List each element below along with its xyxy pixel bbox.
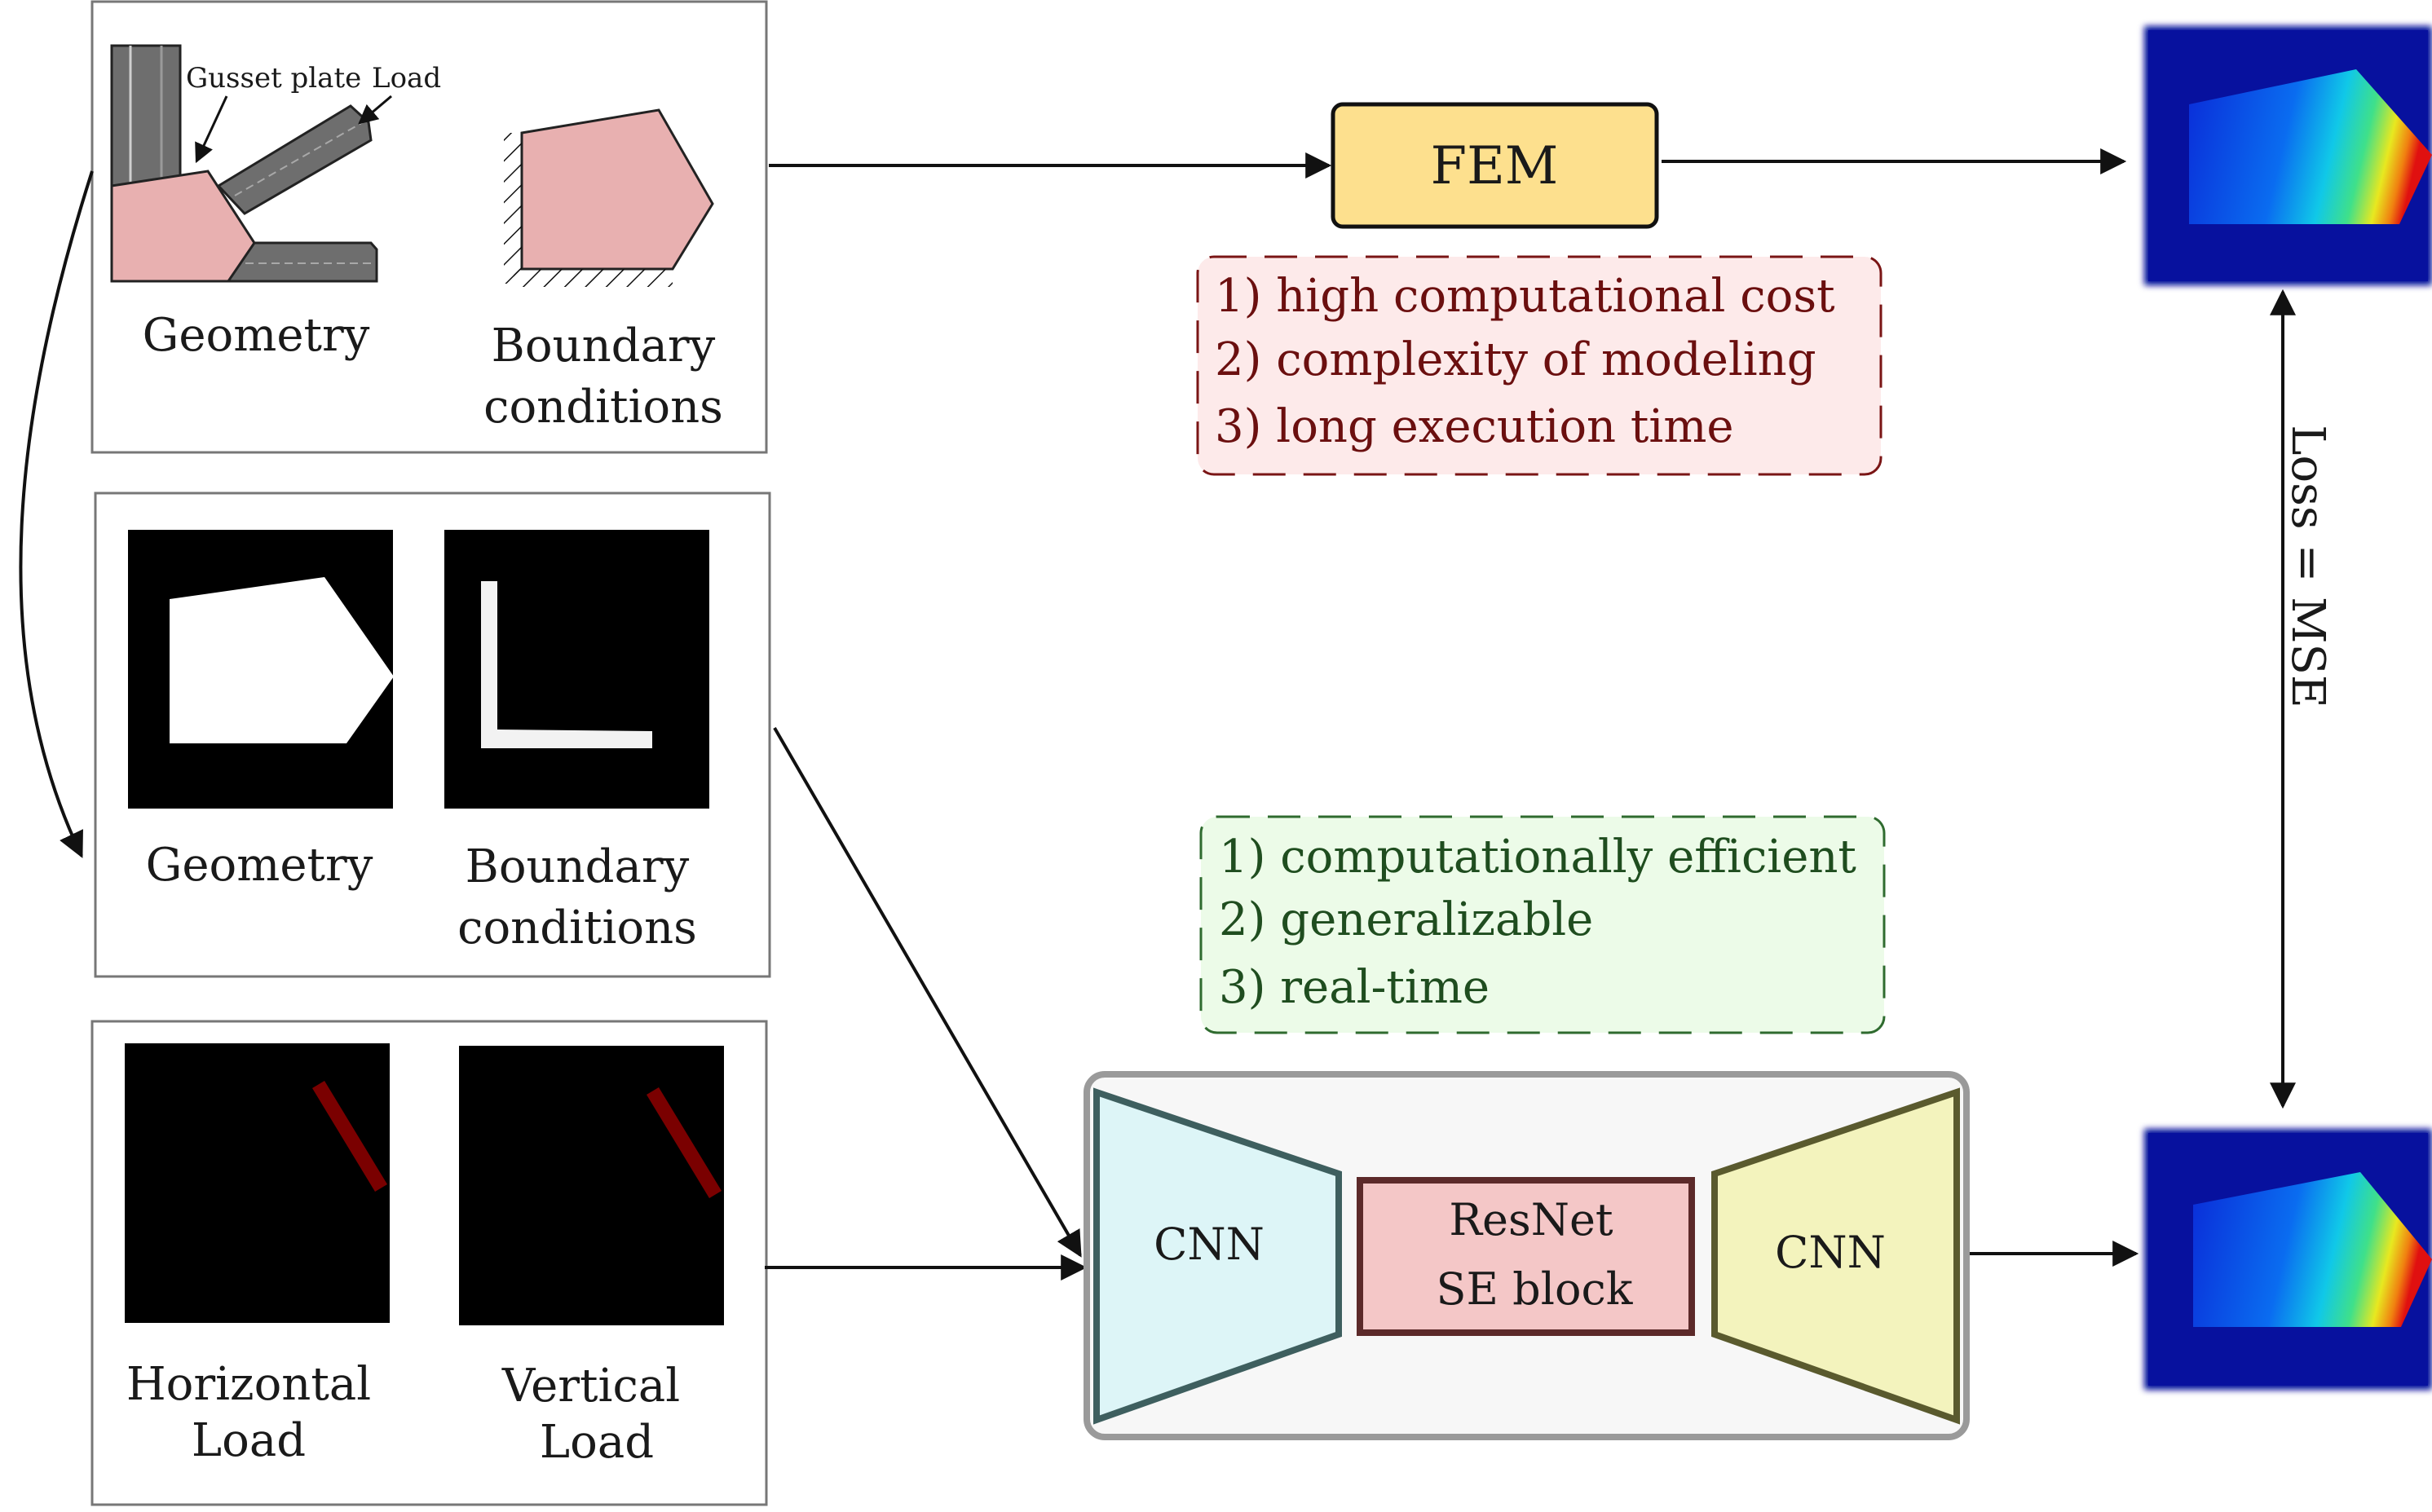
benefit-item: 3) real-time xyxy=(1219,961,1490,1014)
gusset-plate-shape xyxy=(110,170,256,283)
gusset-plate-label: Gusset plate xyxy=(186,62,361,95)
fem-label: FEM xyxy=(1431,136,1559,196)
vertical-load-bar xyxy=(647,1087,722,1198)
vertical-load-image xyxy=(459,1046,724,1325)
gusset-pointer-arrow xyxy=(195,95,228,164)
vertical-load-label-line2: Load xyxy=(540,1416,654,1469)
loss-label: Loss = MSE xyxy=(2281,425,2334,708)
boundary-mask-shape xyxy=(481,581,652,748)
panel1-geometry-label: Geometry xyxy=(143,309,370,362)
fem-output-field-image xyxy=(2144,26,2432,285)
benefits-frame xyxy=(1199,815,1886,1034)
panel1-boundary-label-line1: Boundary xyxy=(492,320,716,372)
predicted-field-shape xyxy=(2193,1172,2432,1327)
boundary-conditions-sketch xyxy=(504,108,714,287)
fem-box xyxy=(1331,102,1659,229)
horizontal-load-label-line1: Horizontal xyxy=(126,1358,371,1411)
resnet-label: ResNet xyxy=(1449,1194,1613,1245)
fem-drawbacks-box: 1) high computational cost 2) complexity… xyxy=(1196,255,1882,476)
steel-brace-icon xyxy=(216,104,373,215)
panel2-boundary-label-line1: Boundary xyxy=(466,840,690,893)
drawback-item: 3) long execution time xyxy=(1215,400,1734,453)
encoder-cnn-label: CNN xyxy=(1154,1219,1265,1270)
horizontal-load-bar xyxy=(312,1081,387,1192)
drawback-item: 1) high computational cost xyxy=(1215,270,1835,323)
benefit-item: 1) computationally efficient xyxy=(1219,831,1856,884)
fem-block: FEM xyxy=(1331,102,1659,229)
panel-physical-problem: Gusset plate Load Geometry Boundary cond… xyxy=(90,0,768,454)
horizontal-load-label-line2: Load xyxy=(192,1414,306,1467)
drawback-item: 2) complexity of modeling xyxy=(1215,333,1816,386)
panel-load-inputs: Horizontal Load Vertical Load xyxy=(90,1020,768,1506)
connector-arrows xyxy=(19,148,2296,1281)
benefit-item: 2) generalizable xyxy=(1219,893,1593,946)
encoder-cnn-shape xyxy=(1093,1087,1342,1425)
decoder-cnn-shape xyxy=(1711,1087,1960,1425)
load-pointer-arrow xyxy=(358,95,392,125)
se-block-label: SE block xyxy=(1437,1263,1634,1315)
panel2-geometry-label: Geometry xyxy=(146,839,373,892)
panel2-boundary-label-line2: conditions xyxy=(457,901,697,954)
neural-network-block: CNN ResNet SE block CNN xyxy=(1084,1071,1970,1440)
vertical-load-label-line1: Vertical xyxy=(501,1360,680,1413)
panel1-boundary-label-line2: conditions xyxy=(483,381,723,434)
predicted-output-field-image xyxy=(2144,1129,2432,1390)
decoder-cnn-label: CNN xyxy=(1775,1227,1886,1278)
panel-encoded-inputs: Geometry Boundary conditions xyxy=(94,492,771,978)
drawbacks-frame xyxy=(1196,255,1882,476)
horizontal-load-image xyxy=(125,1043,390,1323)
model-benefits-box: 1) computationally efficient 2) generali… xyxy=(1199,815,1886,1034)
panel1-to-panel2-arrow xyxy=(19,170,94,858)
geometry-mask-shape xyxy=(170,577,394,743)
steel-column-icon xyxy=(110,44,182,187)
resnet-se-block xyxy=(1357,1177,1695,1336)
masks-to-network-arrow xyxy=(773,726,1082,1258)
load-label: Load xyxy=(372,62,441,95)
fem-field-shape xyxy=(2189,69,2432,224)
